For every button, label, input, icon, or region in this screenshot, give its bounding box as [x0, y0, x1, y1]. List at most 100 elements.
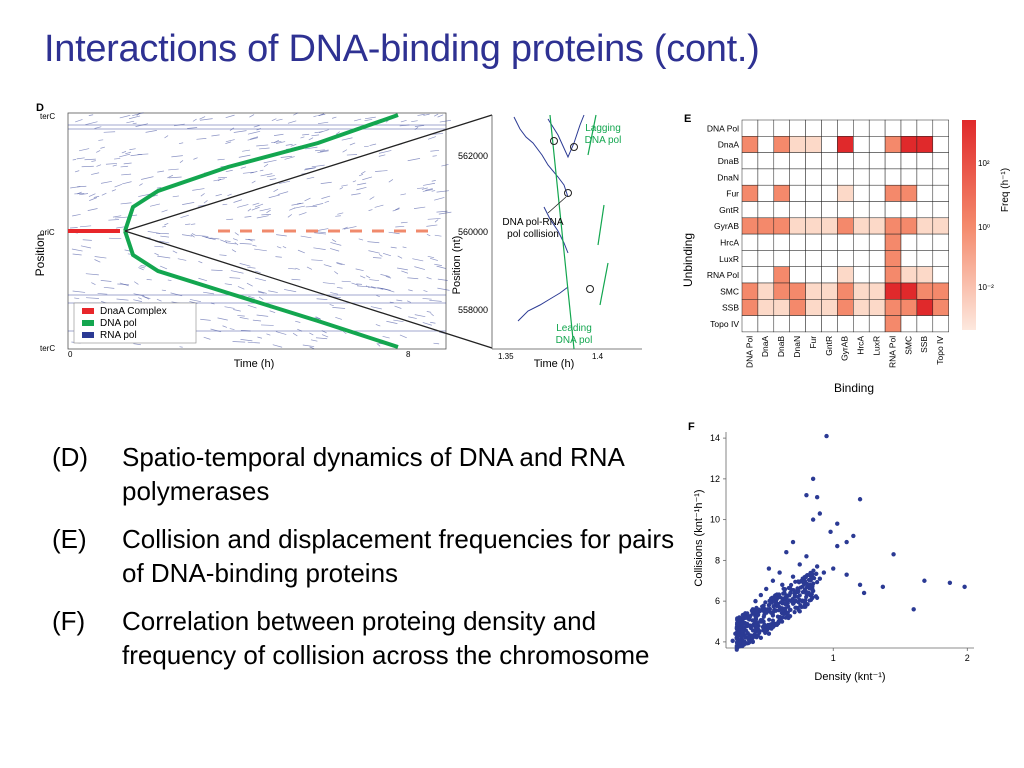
rna-pol-trace-segment: [96, 164, 102, 167]
caption-e-text: Collision and displacement frequencies f…: [122, 524, 675, 588]
heatmap-cell: [741, 266, 759, 284]
scatter-point: [807, 598, 812, 603]
rna-pol-trace-segment: [378, 254, 383, 257]
rna-pol-trace-segment: [437, 114, 444, 118]
scatter-points: [730, 433, 967, 652]
rna-pol-trace-segment: [211, 134, 220, 137]
heatmap-cell: [932, 299, 949, 316]
scatter-point: [749, 608, 754, 613]
heatmap-cell: [789, 315, 806, 333]
rna-pol-trace-segment: [426, 224, 438, 227]
rna-pol-trace-segment: [81, 165, 94, 168]
rna-pol-trace-segment: [414, 266, 426, 270]
heatmap-cell: [932, 152, 949, 170]
heatmap-cell: [900, 282, 918, 300]
rna-pol-trace-segment: [302, 344, 315, 347]
rna-pol-trace-segment: [427, 255, 435, 259]
rna-pol-trace-segment: [225, 240, 231, 242]
heatmap-cell: [932, 250, 949, 267]
rna-pol-trace-segment: [311, 259, 323, 261]
rna-pol-trace-segment: [300, 235, 312, 239]
rna-pol-trace-segment: [378, 154, 386, 157]
rna-pol-trace-segment: [276, 118, 283, 121]
rna-pol-trace-segment: [375, 324, 381, 327]
heatmap-cell: [789, 119, 806, 137]
rna-pol-trace-segment: [72, 159, 77, 161]
rna-pol-trace-segment: [278, 180, 291, 184]
rna-pol-trace-segment: [114, 216, 128, 219]
heatmap-cell: [741, 184, 759, 202]
rna-pol-trace-segment: [394, 305, 402, 309]
rna-pol-trace-segment: [77, 191, 82, 195]
rna-pol-trace-segment: [94, 256, 107, 259]
zoom-ytick-562000: 562000: [458, 151, 488, 161]
heatmap-cell: [773, 233, 790, 251]
heatmap-cell: [805, 168, 822, 186]
heatmap-cell: [821, 168, 838, 186]
rna-pol-trace-segment: [132, 122, 137, 125]
heatmap-cell: [853, 201, 870, 219]
scatter-point: [774, 622, 780, 627]
rna-pol-trace-segment: [341, 280, 351, 283]
scatter-point: [780, 600, 785, 605]
rna-pol-trace-segment: [156, 298, 162, 302]
heatmap-cell: [900, 217, 918, 235]
panel-d-ytick-mid: oriC: [40, 228, 55, 237]
rna-pol-trace-segment: [80, 245, 92, 249]
rna-pol-trace-segment: [271, 141, 282, 144]
rna-pol-trace-segment: [375, 170, 388, 172]
rna-pol-trace-segment: [368, 250, 380, 254]
heatmap-cell: [837, 315, 854, 333]
rna-pol-trace-segment: [226, 218, 234, 221]
rna-pol-trace-segment: [266, 175, 275, 178]
heatmap-cell: [916, 217, 934, 235]
rna-pol-trace-segment: [423, 182, 436, 186]
rna-pol-trace-segment: [200, 318, 211, 321]
heatmap-cell: [884, 266, 902, 284]
rna-pol-trace-segment: [422, 189, 433, 192]
rna-pol-trace-segment: [388, 231, 400, 235]
heatmap-cell: [932, 201, 949, 219]
row-label: GntR: [719, 205, 739, 215]
heatmap-cell: [805, 201, 822, 219]
rna-pol-trace-segment: [284, 289, 297, 293]
rna-pol-trace-segment: [358, 173, 364, 177]
rna-pol-trace-segment: [341, 184, 348, 187]
rna-pol-trace-segment: [434, 219, 439, 223]
rna-pol-trace-segment: [75, 119, 83, 123]
scatter-point: [783, 596, 788, 601]
rna-pol-trace-segment: [342, 226, 348, 230]
scatter-point: [814, 495, 820, 500]
rna-pol-trace-segment: [280, 155, 293, 158]
heatmap-cell: [773, 217, 790, 235]
rna-pol-trace-segment: [427, 136, 436, 140]
rna-pol-trace-segment: [364, 119, 373, 122]
legend-swatch-dnapol: [82, 320, 94, 326]
rna-pol-trace-segment: [244, 216, 252, 218]
rna-pol-trace-segment: [70, 186, 81, 189]
rna-pol-trace-segment: [154, 245, 164, 248]
rna-pol-trace-segment: [362, 176, 373, 181]
rna-pol-trace-segment: [365, 116, 376, 120]
rna-pol-trace-segment: [369, 196, 375, 200]
rna-pol-trace-segment: [222, 325, 228, 328]
rna-pol-trace-segment: [378, 150, 392, 154]
rna-pol-trace-segment: [252, 202, 260, 206]
heatmap-cell: [884, 233, 902, 251]
rna-pol-trace-segment: [434, 234, 442, 237]
rna-pol-trace-segment: [147, 231, 161, 234]
scatter-point: [810, 476, 816, 482]
rna-pol-trace-segment: [364, 145, 369, 148]
heatmap-cell: [741, 250, 759, 267]
scatter-point: [752, 619, 757, 624]
heatmap-cell: [757, 119, 775, 137]
rna-pol-trace-segment: [431, 133, 444, 135]
rna-pol-trace-segment: [266, 333, 271, 336]
rna-pol-trace-segment: [417, 113, 425, 116]
heatmap-cell: [884, 201, 902, 219]
scatter-point: [763, 600, 768, 605]
scatter-point: [851, 533, 856, 539]
rna-pol-trace-segment: [335, 316, 342, 320]
rna-pol-trace-segment: [232, 341, 246, 343]
